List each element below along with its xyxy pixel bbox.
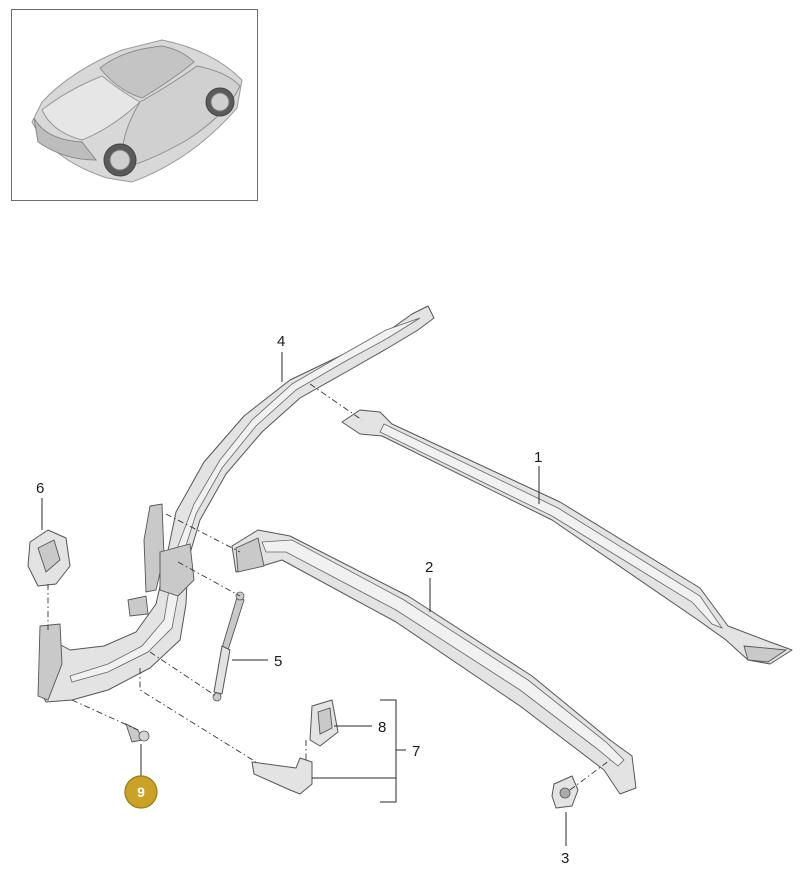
- callout-5[interactable]: 5: [274, 653, 282, 670]
- vehicle-thumbnail-frame: [11, 9, 258, 201]
- part-5-gas-strut: [212, 591, 245, 702]
- assembly-lines: [47, 383, 611, 791]
- part-2-crossbar: [231, 529, 637, 795]
- vehicle-thumbnail: [31, 39, 243, 183]
- callout-3[interactable]: 3: [561, 850, 569, 867]
- part-3-bushing: [551, 775, 579, 809]
- callout-4[interactable]: 4: [277, 333, 285, 350]
- part-7-trim: [251, 757, 313, 795]
- callout-9-label: 9: [137, 784, 145, 800]
- callout-2[interactable]: 2: [425, 559, 433, 576]
- leader-lines: [41, 352, 567, 846]
- callout-1[interactable]: 1: [534, 449, 542, 466]
- callout-6[interactable]: 6: [36, 480, 44, 497]
- part-4-side-frame: [37, 305, 435, 703]
- callout-8[interactable]: 8: [378, 719, 386, 736]
- callout-9-badge[interactable]: 9: [124, 775, 158, 809]
- part-8-plate: [309, 699, 339, 747]
- part-9-bolt: [125, 723, 150, 743]
- callout-7[interactable]: 7: [412, 743, 420, 760]
- part-1-crossbar: [341, 409, 793, 665]
- part-6-bracket: [27, 529, 71, 587]
